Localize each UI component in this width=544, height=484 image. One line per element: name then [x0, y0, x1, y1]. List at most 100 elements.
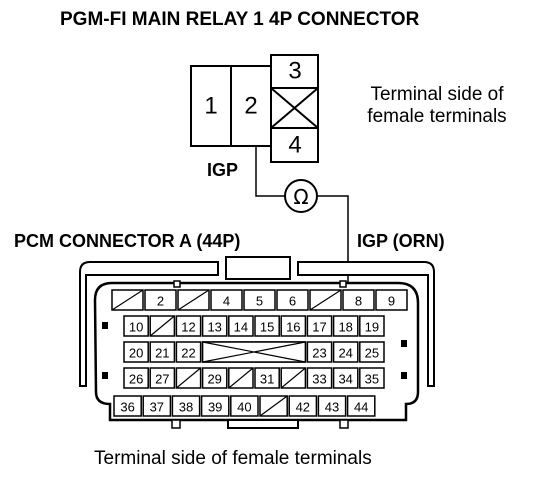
pcm-pin-label: 42 [296, 400, 310, 415]
pcm-pin-label: 24 [338, 346, 352, 361]
lead-pcm-pin8 [318, 195, 349, 293]
pcm-cavity [177, 289, 210, 311]
pcm-pin-label: 21 [155, 346, 169, 361]
pcm-pin-label: 31 [260, 372, 274, 387]
pcm-pin-label: 9 [388, 294, 395, 309]
pcm-pin-label: 40 [237, 400, 251, 415]
pcm-cavity: 5 [243, 289, 276, 311]
pcm-cavity: 20 [123, 341, 149, 363]
lead-relay-pin2 [255, 146, 285, 197]
pcm-cavity: 33 [306, 367, 333, 389]
pcm-cavity [259, 395, 288, 417]
pcm-cavity: 13 [201, 315, 228, 337]
pcm-cavity [149, 315, 176, 337]
pcm-pin-label: 4 [223, 294, 230, 309]
pcm-cavity [309, 289, 342, 311]
pcm-cavity: 23 [306, 341, 333, 363]
pcm-cavity: 16 [280, 315, 307, 337]
pcm-pin-label: 8 [355, 294, 362, 309]
pcm-connector-title: PCM CONNECTOR A (44P) [14, 231, 241, 251]
pcm-cavity [228, 367, 254, 389]
pcm-pin-label: 10 [129, 320, 143, 335]
pcm-cavity: 27 [149, 367, 176, 389]
pcm-pin-label: 16 [286, 320, 300, 335]
pcm-cavity: 15 [254, 315, 280, 337]
pcm-cavity: 31 [254, 367, 280, 389]
pcm-pin-label: 5 [256, 294, 263, 309]
pcm-pin-label: 2 [157, 294, 164, 309]
relay-pin-2: 2 [244, 93, 257, 120]
pcm-cavity: 12 [175, 315, 202, 337]
pcm-terminal-note: Terminal side of female terminals [94, 448, 372, 469]
test-leads [255, 146, 349, 293]
pcm-blank-block [201, 341, 307, 363]
pcm-cavity: 26 [123, 367, 149, 389]
pcm-pin-label: 33 [312, 372, 326, 387]
pcm-lock-tabs [102, 322, 407, 379]
pcm-cavity: 39 [200, 395, 230, 417]
pcm-cavity: 40 [230, 395, 259, 417]
relay-pin-4: 4 [288, 132, 301, 159]
pcm-pin-label: 6 [289, 294, 296, 309]
pcm-cavity: 4 [210, 289, 243, 311]
pcm-cavity: 24 [332, 341, 359, 363]
pcm-pin-label: 43 [325, 400, 339, 415]
pcm-pin-label: 17 [312, 320, 326, 335]
pcm-pin-label: 36 [120, 400, 134, 415]
relay-connector-title: PGM-FI MAIN RELAY 1 4P CONNECTOR [60, 9, 420, 30]
pcm-cavity: 9 [375, 289, 408, 311]
pcm-pin-label: 22 [181, 346, 195, 361]
pcm-cavity: 36 [113, 395, 142, 417]
pcm-pin-label: 19 [365, 320, 379, 335]
pcm-cavity: 18 [332, 315, 359, 337]
pcm-cavity: 42 [288, 395, 318, 417]
pcm-cavity: 29 [201, 367, 228, 389]
pcm-pin-label: 13 [207, 320, 221, 335]
pcm-pin-label: 29 [207, 372, 221, 387]
relay-pin-1: 1 [204, 93, 217, 120]
pcm-pin-label: 37 [150, 400, 164, 415]
pcm-pin-label: 34 [338, 372, 352, 387]
pcm-cavity [175, 367, 202, 389]
pcm-pin-label: 15 [260, 320, 274, 335]
pcm-cavity: 22 [175, 341, 202, 363]
ohm-symbol: Ω [293, 185, 308, 209]
pcm-cavity: 38 [171, 395, 201, 417]
pcm-pin-label: 39 [208, 400, 222, 415]
pcm-pin-label: 23 [312, 346, 326, 361]
pcm-cavity: 35 [359, 367, 385, 389]
pcm-cavity: 2 [144, 289, 177, 311]
relay-connector [190, 54, 319, 163]
pcm-cavity: 17 [306, 315, 333, 337]
relay-terminal-note: Terminal side of female terminals [367, 84, 507, 127]
pcm-pin-label: 26 [129, 372, 143, 387]
pcm-pin-label: 25 [365, 346, 379, 361]
pcm-cavity: 21 [149, 341, 176, 363]
pcm-cavity: 6 [276, 289, 309, 311]
pcm-cavity [280, 367, 307, 389]
pcm-pin-label: 35 [365, 372, 379, 387]
pcm-cavity: 25 [359, 341, 385, 363]
pcm-cavity: 44 [346, 395, 376, 417]
pcm-cavity: 14 [228, 315, 254, 337]
pcm-pin-label: 12 [181, 320, 195, 335]
ohmmeter-icon: Ω [284, 179, 318, 213]
pcm-pin-label: 20 [129, 346, 143, 361]
igp-orn-label: IGP (ORN) [357, 231, 445, 251]
pcm-cavity: 10 [123, 315, 149, 337]
igp-label: IGP [207, 160, 239, 180]
pcm-cavity: 19 [359, 315, 385, 337]
pcm-cavity [111, 289, 144, 311]
pcm-pin-label: 44 [354, 400, 368, 415]
pcm-pin-label: 14 [234, 320, 248, 335]
pcm-cavity: 37 [142, 395, 172, 417]
pcm-pin-label: 27 [155, 372, 169, 387]
pcm-cavity: 34 [332, 367, 359, 389]
relay-cavity-4 [270, 127, 319, 163]
pcm-cavity: 43 [317, 395, 347, 417]
pcm-pin-label: 18 [338, 320, 352, 335]
pcm-cavity: 8 [342, 289, 375, 311]
pcm-pin-label: 38 [179, 400, 193, 415]
